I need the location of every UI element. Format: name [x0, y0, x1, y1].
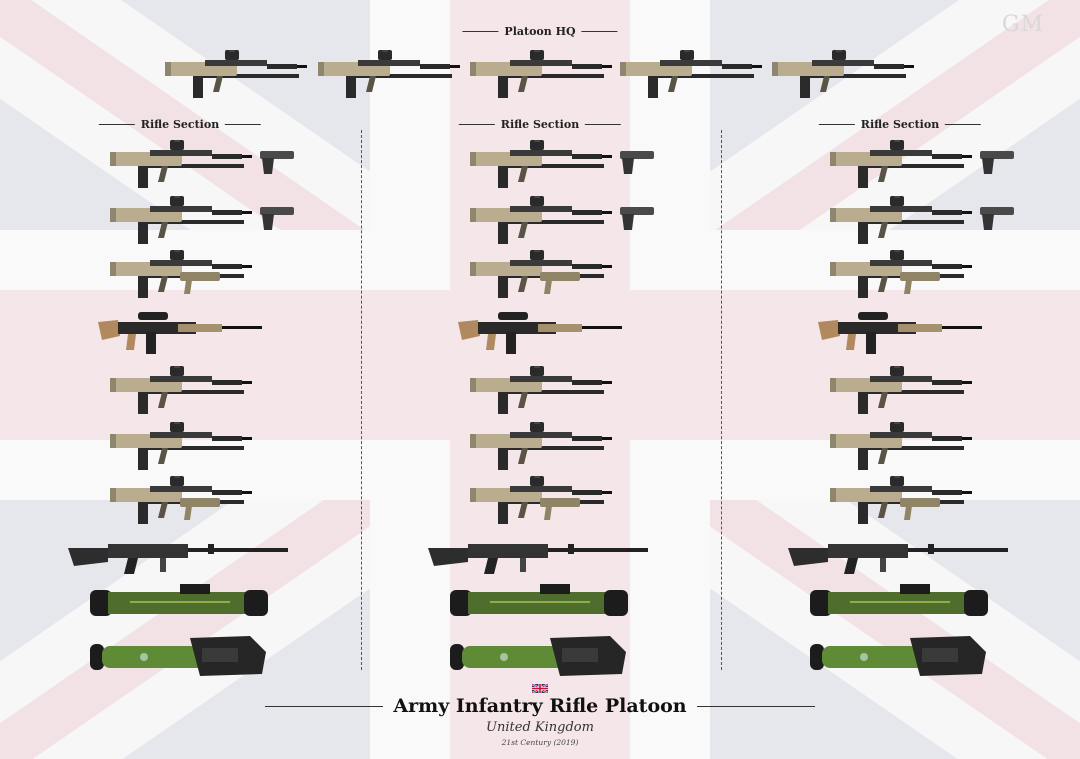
era-subtitle: 21st Century (2019): [501, 738, 579, 747]
pistol-icon: [980, 151, 1014, 174]
javelin-launcher-icon: [810, 636, 986, 676]
sa80-rifle-icon: [110, 366, 252, 414]
title-row: Army Infantry Rifle Platoon: [0, 695, 1080, 717]
sa80-rifle-icon: [470, 140, 612, 188]
sa80-rifle-icon: [470, 50, 612, 98]
javelin-launcher-icon: [90, 636, 266, 676]
sa80-ugl-rifle-icon: [110, 250, 252, 298]
watermark-logo: GM: [1001, 12, 1044, 37]
sa80-rifle-icon: [470, 196, 612, 244]
nlaw-launcher-icon: [450, 584, 628, 616]
sa80-rifle-icon: [165, 50, 307, 98]
marksman-rifle-icon: [458, 312, 622, 354]
sa80-ugl-rifle-icon: [470, 250, 612, 298]
page-title: Army Infantry Rifle Platoon: [393, 695, 687, 717]
marksman-rifle-icon: [98, 312, 262, 354]
gpmg-icon: [428, 544, 648, 574]
nlaw-launcher-icon: [90, 584, 268, 616]
sa80-ugl-rifle-icon: [110, 476, 252, 524]
sa80-rifle-icon: [830, 366, 972, 414]
sa80-rifle-icon: [772, 50, 914, 98]
section-divider: [361, 130, 362, 670]
sa80-rifle-icon: [830, 140, 972, 188]
sa80-rifle-icon: [830, 422, 972, 470]
rifle-section-label: Rifle Section: [818, 118, 982, 131]
sa80-rifle-icon: [470, 366, 612, 414]
platoon-hq-label: Platoon HQ: [462, 25, 618, 38]
sa80-rifle-icon: [620, 50, 762, 98]
marksman-rifle-icon: [818, 312, 982, 354]
sa80-ugl-rifle-icon: [830, 250, 972, 298]
pistol-icon: [260, 151, 294, 174]
sa80-rifle-icon: [110, 140, 252, 188]
sa80-rifle-icon: [470, 422, 612, 470]
pistol-icon: [620, 151, 654, 174]
union-jack-icon: [532, 684, 548, 693]
gpmg-icon: [788, 544, 1008, 574]
pistol-icon: [980, 207, 1014, 230]
sa80-ugl-rifle-icon: [470, 476, 612, 524]
pistol-icon: [260, 207, 294, 230]
nlaw-launcher-icon: [810, 584, 988, 616]
sa80-ugl-rifle-icon: [830, 476, 972, 524]
country-subtitle: United Kingdom: [486, 720, 594, 735]
sa80-rifle-icon: [110, 422, 252, 470]
pistol-icon: [620, 207, 654, 230]
rifle-section-label: Rifle Section: [98, 118, 262, 131]
section-divider: [721, 130, 722, 670]
javelin-launcher-icon: [450, 636, 626, 676]
gpmg-icon: [68, 544, 288, 574]
sa80-rifle-icon: [318, 50, 460, 98]
sa80-rifle-icon: [830, 196, 972, 244]
rifle-section-label: Rifle Section: [458, 118, 622, 131]
sa80-rifle-icon: [110, 196, 252, 244]
